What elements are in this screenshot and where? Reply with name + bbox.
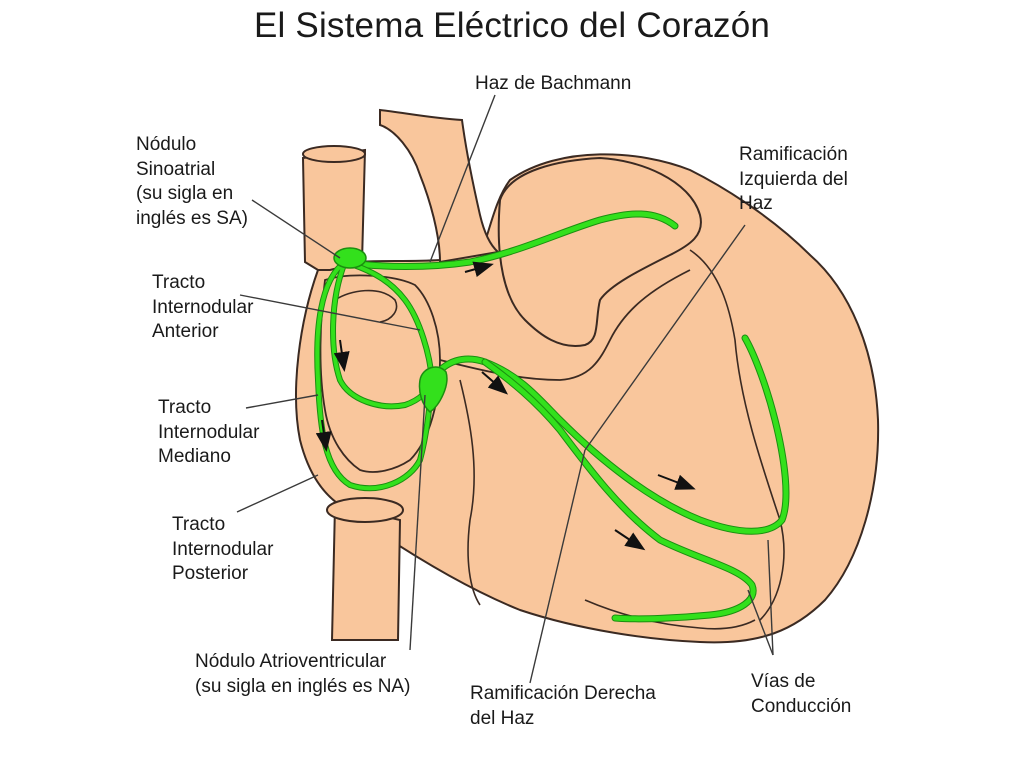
leader-sinoatrial	[251, 199, 341, 259]
left-ventricle-line	[689, 249, 785, 621]
right-atrium	[319, 274, 441, 473]
sa-node	[333, 247, 367, 269]
label-tracto-anterior: Tracto Internodular Anterior	[152, 272, 254, 342]
leader-anterior	[239, 294, 421, 331]
atrium-fold	[334, 289, 398, 323]
leader-lines	[236, 94, 774, 684]
superior-vena-cava	[301, 148, 367, 271]
leader-posterior	[236, 474, 319, 513]
left-atrium	[497, 156, 702, 347]
label-nodulo-av: Nódulo Atrioventricular (su sigla en ing…	[195, 651, 411, 697]
aorta	[379, 108, 501, 264]
inferior-vena-cava	[330, 503, 402, 641]
ventricle-line	[459, 379, 481, 606]
leader-vias-b	[767, 539, 774, 656]
av-node	[418, 366, 448, 413]
label-rama-izquierda: Ramificación Izquierda del Haz	[739, 144, 848, 214]
label-sinoatrial: Nódulo Sinoatrial (su sigla en inglés es…	[136, 134, 248, 229]
apex-line	[584, 599, 756, 630]
label-tracto-posterior: Tracto Internodular Posterior	[172, 514, 274, 584]
leader-mediano	[245, 394, 319, 409]
leader-rama-derecha	[529, 449, 586, 684]
direction-arrows	[315, 261, 696, 551]
conduction-system	[314, 210, 790, 623]
label-bachmann: Haz de Bachmann	[475, 73, 632, 94]
leader-bachmann	[429, 94, 496, 263]
vena-cava-opening	[302, 145, 366, 163]
label-vias-conduccion: Vías de Conducción	[751, 671, 852, 717]
ivc-junction	[326, 497, 404, 523]
label-tracto-mediano: Tracto Internodular Mediano	[158, 397, 260, 467]
leader-rama-derecha-b	[584, 224, 746, 451]
diagram-title: El Sistema Eléctrico del Corazón	[253, 6, 771, 45]
leader-vias-a	[747, 589, 774, 656]
leader-av	[409, 394, 426, 651]
label-rama-derecha: Ramificación Derecha del Haz	[470, 683, 656, 729]
